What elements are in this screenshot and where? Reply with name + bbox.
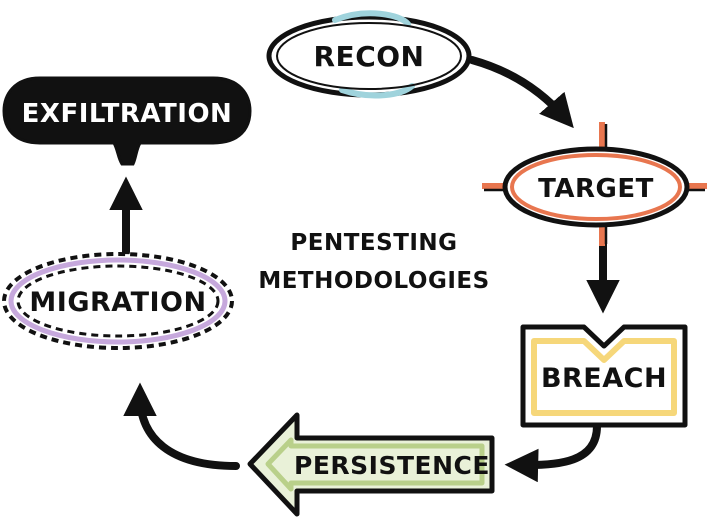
migration-label: MIGRATION — [29, 287, 206, 318]
exfiltration-label: EXFILTRATION — [22, 99, 233, 129]
arrow-breach-to-persistence — [504, 422, 601, 483]
stage-persistence: PERSISTENCE — [247, 412, 495, 517]
stage-breach: BREACH — [520, 324, 688, 428]
breach-label: BREACH — [541, 363, 667, 394]
arrow-persistence-to-migration — [123, 382, 240, 470]
arrow-recon-to-target — [468, 56, 574, 129]
stage-migration: MIGRATION — [2, 252, 234, 350]
target-label: TARGET — [538, 174, 654, 204]
persistence-label: PERSISTENCE — [294, 451, 490, 480]
title-line-1: PENTESTING — [290, 230, 457, 256]
recon-label: RECON — [314, 40, 425, 73]
title-line-2: METHODOLOGIES — [258, 268, 489, 294]
stage-recon: RECON — [266, 10, 472, 99]
stage-exfiltration: EXFILTRATION — [2, 76, 252, 166]
diagram-title: PENTESTING METHODOLOGIES — [258, 230, 489, 294]
stage-target: TARGET — [482, 122, 707, 246]
